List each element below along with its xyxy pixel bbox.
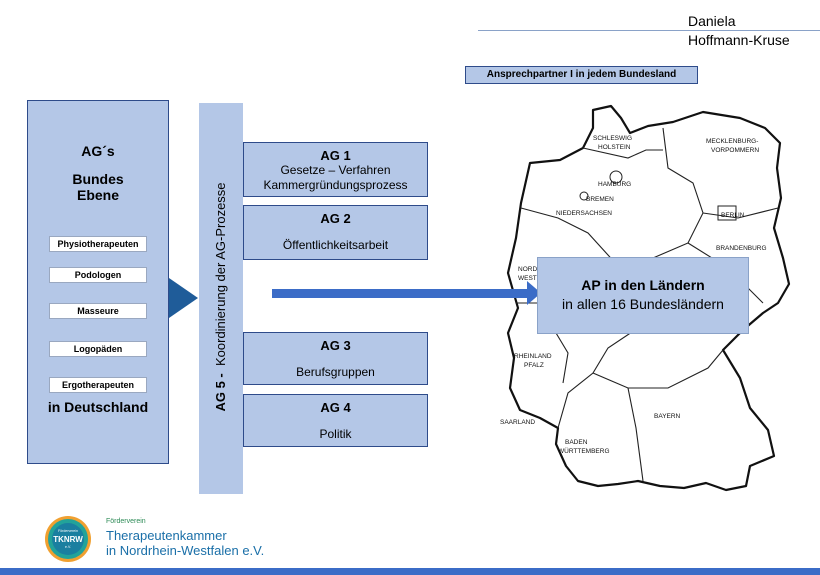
bremen-marker bbox=[579, 191, 589, 201]
panel-title-ebene: Ebene bbox=[76, 187, 119, 203]
logo-badge: TKNRW bbox=[53, 535, 83, 544]
logo-core bbox=[52, 523, 84, 555]
ag5-bar bbox=[199, 103, 243, 494]
ag2-line1: Öffentlichkeitsarbeit bbox=[282, 238, 389, 252]
logo-line2: in Nordrhein-Westfalen e.V. bbox=[106, 543, 265, 558]
logo-badge-ev: e.V. bbox=[65, 545, 71, 549]
top-divider bbox=[478, 30, 820, 31]
ap-title: AP in den Ländern bbox=[581, 277, 705, 293]
logo-subtitle: Förderverein bbox=[106, 518, 146, 525]
logo-badge-small: Förderverein bbox=[58, 529, 78, 533]
label-rp-1: RHEINLAND bbox=[514, 353, 552, 360]
ag2-title: AG 2 bbox=[320, 211, 351, 226]
ag5-label: AG 5 - Koordinierung der AG-Prozesse bbox=[210, 117, 232, 477]
flow-arrow-shaft bbox=[272, 289, 529, 298]
label-hh: HAMBURG bbox=[598, 181, 631, 188]
ag3-title: AG 3 bbox=[320, 338, 351, 353]
label-rp-2: PFALZ bbox=[524, 362, 544, 369]
ag1-box: AG 1 Gesetze – Verfahren Kammergründungs… bbox=[243, 142, 428, 197]
ap-subtitle: in allen 16 Bundesländern bbox=[562, 296, 724, 312]
ag4-box: AG 4 Politik bbox=[243, 394, 428, 447]
label-by: BAYERN bbox=[654, 413, 681, 420]
hamburg-marker bbox=[609, 170, 623, 184]
label-mv-2: VORPOMMERN bbox=[711, 147, 759, 154]
germany-outline bbox=[506, 104, 791, 492]
ag5-prefix: AG 5 - bbox=[213, 373, 228, 412]
berlin-marker bbox=[717, 205, 737, 221]
profession-item: Masseure bbox=[49, 303, 147, 319]
label-mv-1: MECKLENBURG- bbox=[706, 138, 758, 145]
label-sh-2: HOLSTEIN bbox=[598, 144, 631, 151]
ag1-title: AG 1 bbox=[320, 148, 351, 163]
profession-item: Logopäden bbox=[49, 341, 147, 357]
label-ni: NIEDERSACHSEN bbox=[556, 210, 612, 217]
ag5-text: Koordinierung der AG-Prozesse bbox=[213, 182, 228, 367]
profession-item: Podologen bbox=[49, 267, 147, 283]
federal-ags-panel: AG´s Bundes Ebene Physiotherapeuten Podo… bbox=[27, 100, 169, 464]
label-bb: BRANDENBURG bbox=[716, 245, 767, 252]
label-bw-1: BADEN bbox=[565, 439, 588, 446]
profession-item: Ergotherapeuten bbox=[49, 377, 147, 393]
label-be: BERLIN bbox=[721, 212, 745, 219]
ag3-line1: Berufsgruppen bbox=[296, 365, 375, 379]
ag1-line2: Kammergründungsprozess bbox=[263, 178, 408, 192]
ag3-box: AG 3 Berufsgruppen bbox=[243, 332, 428, 385]
panel-title-ags: AG´s bbox=[81, 143, 115, 159]
label-hb: BREMEN bbox=[586, 196, 614, 203]
ag4-title: AG 4 bbox=[320, 400, 351, 415]
ag1-line1: Gesetze – Verfahren bbox=[280, 163, 391, 177]
ag2-box: AG 2 Öffentlichkeitsarbeit bbox=[243, 205, 428, 260]
author-first-name: Daniela bbox=[688, 13, 736, 29]
flow-triangle bbox=[169, 278, 198, 318]
author-last-name: Hoffmann-Kruse bbox=[688, 32, 790, 48]
contact-banner: Ansprechpartner I in jedem Bundesland bbox=[465, 66, 698, 84]
profession-item: Physiotherapeuten bbox=[49, 236, 147, 252]
logo-line1: Therapeutenkammer bbox=[106, 528, 227, 543]
panel-title-bundes: Bundes bbox=[72, 171, 124, 187]
label-bw-2: WÜRTTEMBERG bbox=[558, 447, 610, 455]
ap-laender-box: AP in den Ländern in allen 16 Bundesländ… bbox=[537, 257, 749, 334]
label-sh-1: SCHLESWIG bbox=[593, 135, 632, 142]
label-sl: SAARLAND bbox=[500, 419, 535, 426]
panel-footer: in Deutschland bbox=[47, 399, 149, 415]
ag4-line1: Politik bbox=[319, 427, 352, 441]
tknrw-logo: Förderverein TKNRW e.V. bbox=[45, 516, 91, 562]
bottom-divider bbox=[0, 568, 820, 575]
